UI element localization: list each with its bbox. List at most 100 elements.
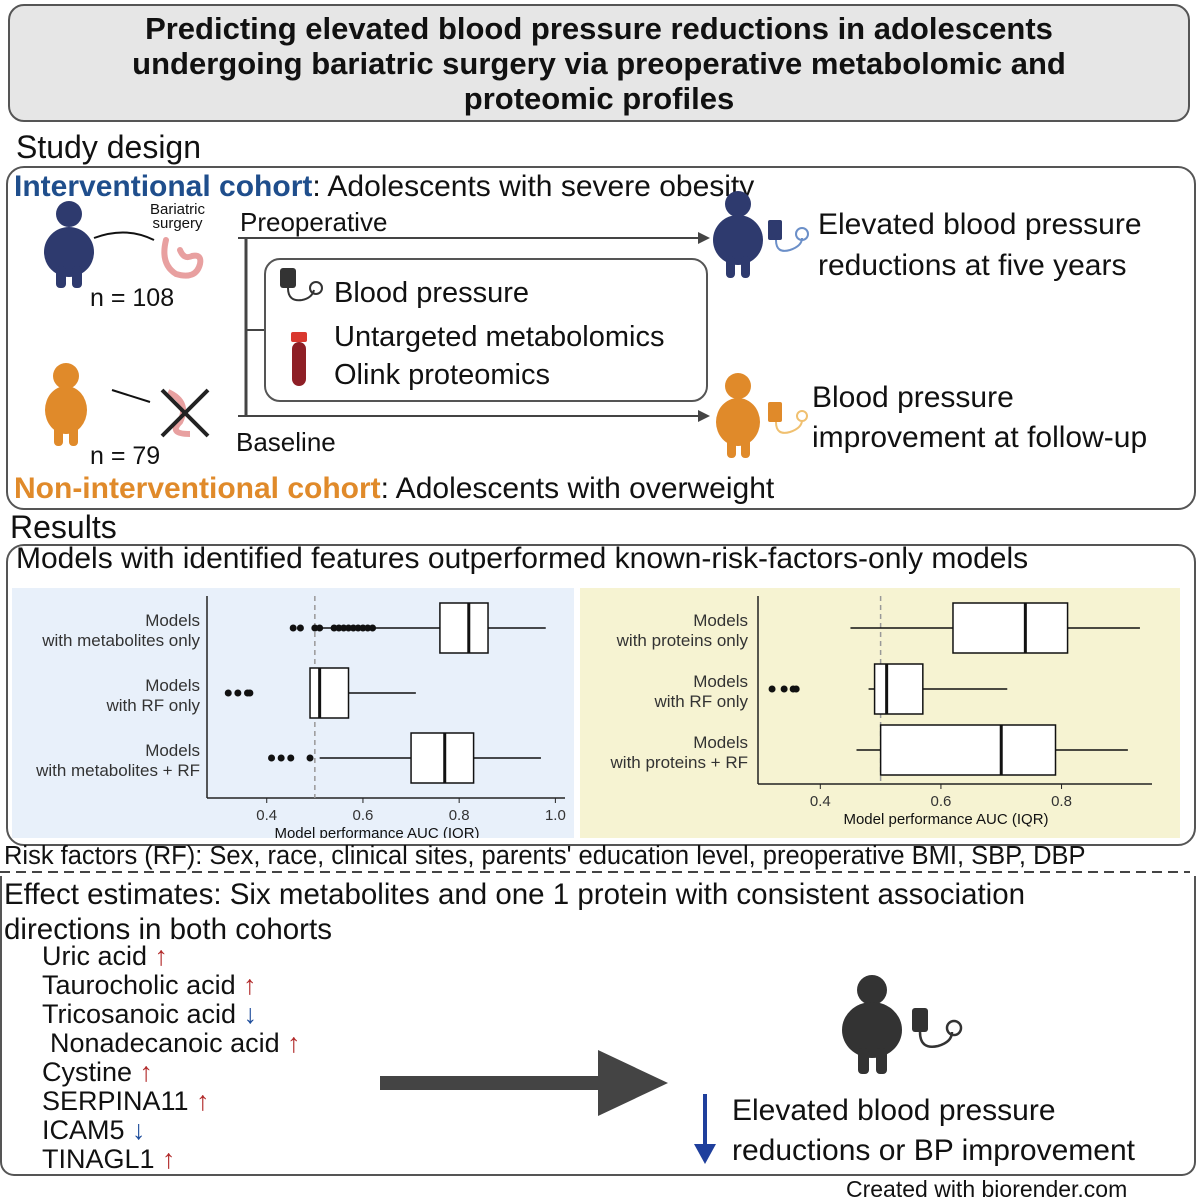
measure-blood-pressure: Blood pressure xyxy=(334,277,530,309)
x-tick-label: 0.8 xyxy=(1051,793,1072,810)
study-design-label: Study design xyxy=(16,129,202,165)
outcome1-line1: Elevated blood pressure xyxy=(818,208,1142,241)
n-interventional: n = 108 xyxy=(90,284,175,312)
outlier-point xyxy=(345,624,353,632)
outlier-point xyxy=(768,685,776,693)
outlier-point xyxy=(335,624,343,632)
feature-item: Nonadecanoic acid ↑ xyxy=(42,1029,301,1058)
title-banner: Predicting elevated blood pressure reduc… xyxy=(8,4,1190,122)
feature-name: TINAGL1 xyxy=(42,1144,155,1174)
category-label: with metabolites + RF xyxy=(35,761,200,780)
feature-list: Uric acid ↑Taurocholic acid ↑Tricosanoic… xyxy=(42,942,301,1174)
outlier-point xyxy=(340,624,348,632)
credit-text: Created with biorender.com xyxy=(846,1176,1128,1202)
flow-arrows xyxy=(238,232,710,422)
category-label: Models xyxy=(693,611,748,630)
x-axis-label: Model performance AUC (IQR) xyxy=(274,825,479,838)
category-label: Models xyxy=(693,733,748,752)
category-label: Models xyxy=(145,611,200,630)
blood-tube-icon xyxy=(291,332,307,386)
effects-panel xyxy=(0,876,1196,1176)
category-label: Models xyxy=(693,672,748,691)
interventional-cohort-heading: Interventional cohort: Adolescents with … xyxy=(14,170,754,204)
outlier-point xyxy=(364,624,372,632)
outcome-person-icon xyxy=(842,975,963,1074)
outlier-point xyxy=(316,624,324,632)
effects-outcome-line2: reductions or BP improvement xyxy=(732,1134,1135,1167)
feature-name: Tricosanoic acid xyxy=(42,999,237,1029)
effects-headline-line1: Effect estimates: Six metabolites and on… xyxy=(4,878,1026,911)
outlier-point xyxy=(277,754,285,762)
down-arrow-icon: ↓ xyxy=(124,1115,146,1145)
outlier-point xyxy=(246,689,254,697)
category-label: Models xyxy=(145,741,200,760)
interventional-person-icon xyxy=(44,201,155,288)
feature-item: Tricosanoic acid ↓ xyxy=(42,1000,301,1029)
x-axis-label: Model performance AUC (IQR) xyxy=(843,811,1048,828)
outlier-point xyxy=(349,624,357,632)
outlier-point xyxy=(296,624,304,632)
outcome1-line2: reductions at five years xyxy=(818,249,1127,282)
box xyxy=(309,667,350,719)
study-design-panel xyxy=(6,166,1196,510)
outlier-point xyxy=(234,689,242,697)
risk-factors-text: Risk factors (RF): Sex, race, clinical s… xyxy=(4,842,1086,870)
effects-outcome-line1: Elevated blood pressure xyxy=(732,1094,1056,1127)
interventional-cohort-name: Interventional cohort xyxy=(14,170,313,203)
blood-pressure-monitor-icon xyxy=(280,268,323,302)
outlier-point xyxy=(369,624,377,632)
up-arrow-icon: ↑ xyxy=(147,941,169,971)
x-tick-label: 0.6 xyxy=(353,807,374,824)
dashed-divider xyxy=(0,871,1190,873)
outlier-point xyxy=(268,754,276,762)
outcome2-line1: Blood pressure xyxy=(812,381,1014,414)
box xyxy=(410,732,475,784)
effects-headline-line2: directions in both cohorts xyxy=(4,913,332,946)
outlier-point xyxy=(354,624,362,632)
outlier-point xyxy=(287,754,295,762)
up-arrow-icon: ↑ xyxy=(132,1057,154,1087)
measure-proteomics: Olink proteomics xyxy=(334,359,550,391)
interventional-outcome-icon xyxy=(713,191,809,278)
noninterventional-person-icon xyxy=(45,363,210,446)
outcome2-line2: improvement at follow-up xyxy=(812,421,1148,454)
measure-metabolomics: Untargeted metabolomics xyxy=(334,321,665,353)
outlier-point xyxy=(780,685,788,693)
feature-name: Taurocholic acid xyxy=(42,970,236,1000)
feature-item: Cystine ↑ xyxy=(42,1058,301,1087)
category-label: with proteins + RF xyxy=(610,753,748,772)
x-tick-label: 0.4 xyxy=(810,793,831,810)
outlier-point xyxy=(359,624,367,632)
up-arrow-icon: ↑ xyxy=(154,1144,176,1174)
noninterventional-outcome-icon xyxy=(716,373,808,458)
noninterventional-cohort-name: Non-interventional cohort xyxy=(14,472,381,505)
category-label: Models xyxy=(145,676,200,695)
outlier-point xyxy=(792,685,800,693)
results-label: Results xyxy=(10,509,117,545)
feature-name: SERPINA11 xyxy=(42,1086,189,1116)
preoperative-label: Preoperative xyxy=(240,207,388,237)
category-label: with RF only xyxy=(653,692,748,711)
feature-item: TINAGL1 ↑ xyxy=(42,1145,301,1174)
up-arrow-icon: ↑ xyxy=(188,1086,210,1116)
noninterventional-cohort-desc: : Adolescents with overweight xyxy=(380,472,775,505)
x-tick-label: 1.0 xyxy=(545,807,566,824)
box xyxy=(873,663,924,715)
x-tick-label: 0.8 xyxy=(449,807,470,824)
big-right-arrow xyxy=(380,1050,668,1116)
feature-name: ICAM5 xyxy=(42,1115,125,1145)
feature-item: Uric acid ↑ xyxy=(42,942,301,971)
down-arrow-icon xyxy=(694,1094,716,1164)
bariatric-surgery-label: Bariatric surgery xyxy=(150,201,206,232)
up-arrow-icon: ↑ xyxy=(235,970,257,1000)
noninterventional-cohort-heading: Non-interventional cohort: Adolescents w… xyxy=(14,472,774,506)
box xyxy=(952,602,1069,654)
box xyxy=(879,724,1057,776)
outlier-point xyxy=(224,689,232,697)
down-arrow-icon: ↓ xyxy=(236,999,258,1029)
n-noninterventional: n = 79 xyxy=(90,442,161,470)
category-label: with proteins only xyxy=(616,631,749,650)
outlier-point xyxy=(306,754,314,762)
